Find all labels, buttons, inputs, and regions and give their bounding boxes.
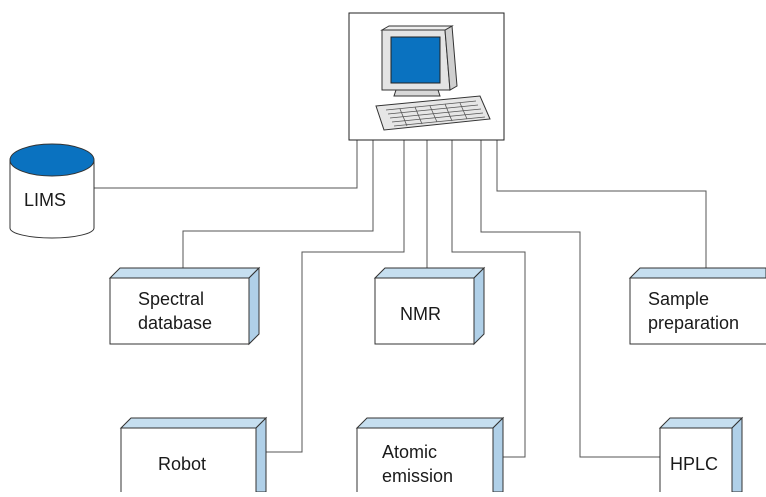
spectral-label-line1: Spectral bbox=[138, 289, 204, 309]
sample-label-line2: preparation bbox=[648, 313, 739, 333]
atomic-label-line2: emission bbox=[382, 466, 453, 486]
instrument-robot: Robot bbox=[119, 416, 268, 497]
desktop-computer-icon bbox=[375, 25, 491, 131]
wire-robot bbox=[266, 140, 405, 453]
nmr-label: NMR bbox=[400, 304, 441, 324]
database-cylinder-icon bbox=[9, 143, 95, 239]
instrument-atomic-emission: Atomic emission bbox=[355, 416, 505, 497]
instrument-hplc: HPLC bbox=[658, 416, 744, 497]
lims-database: LIMS bbox=[9, 143, 95, 239]
connection-lines bbox=[94, 140, 707, 458]
spectral-label-line2: database bbox=[138, 313, 212, 333]
instrument-spectral-database: Spectral database bbox=[108, 266, 261, 346]
atomic-label-line1: Atomic bbox=[382, 442, 437, 462]
lims-label: LIMS bbox=[24, 190, 66, 210]
instrument-sample-preparation: Sample preparation bbox=[628, 267, 766, 345]
monitor-screen bbox=[390, 36, 441, 84]
wire-atomic bbox=[451, 140, 526, 458]
wire-hplc bbox=[480, 140, 660, 458]
instrument-nmr: NMR bbox=[373, 266, 486, 346]
central-computer bbox=[348, 12, 505, 141]
wire-sample bbox=[496, 140, 707, 268]
hplc-label: HPLC bbox=[670, 454, 718, 474]
robot-label: Robot bbox=[158, 454, 206, 474]
sample-label-line1: Sample bbox=[648, 289, 709, 309]
wire-lims bbox=[94, 140, 358, 189]
wire-spectral bbox=[182, 140, 374, 268]
